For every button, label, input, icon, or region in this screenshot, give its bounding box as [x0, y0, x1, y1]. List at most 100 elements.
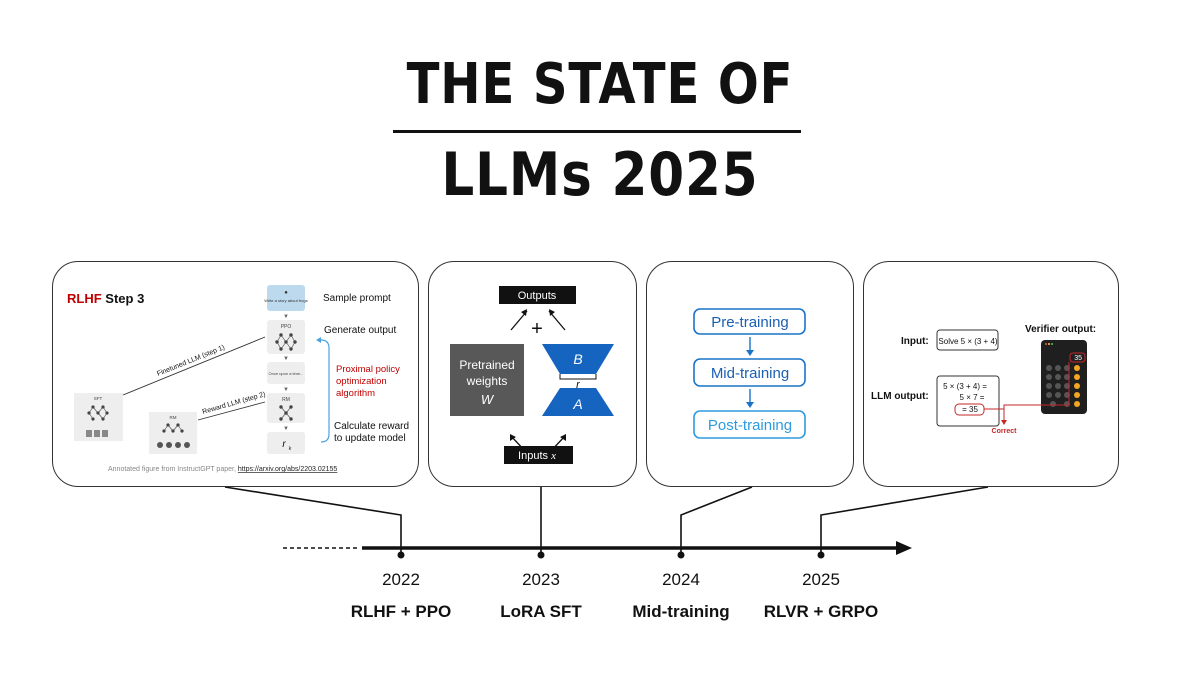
title-divider [393, 130, 801, 133]
timeline-dot-2024 [677, 551, 685, 559]
mid-training-box [693, 358, 806, 387]
prompt-box-text: Write a story about frogs [264, 298, 308, 303]
instructgpt-link[interactable]: https://arxiv.org/abs/2203.02155 [238, 466, 338, 473]
sft-docs-icon [86, 430, 108, 437]
arrow-icon [1001, 420, 1007, 425]
sft-box-label: SFT [94, 396, 103, 401]
lora-figure: Outputs + Pretrained weights W B A r [450, 286, 614, 464]
feedback-arrowhead [316, 337, 321, 343]
sample-prompt-label: Sample prompt [323, 293, 391, 304]
rm-left-network-icon [162, 423, 184, 433]
page-title-line2: LLMs 2025 [441, 140, 759, 210]
timeline-year-2025: 2025 [802, 570, 840, 589]
llm-output-label: LLM output: [871, 391, 929, 402]
page-title-line1: THE STATE OF [406, 52, 794, 117]
ppo-label-line2: optimization [336, 376, 387, 387]
reward-label-line2: to update model [334, 433, 406, 444]
rank-r-label: r [576, 379, 581, 391]
training-stages-figure: Pre-training Mid-training Post-training [693, 308, 806, 439]
connector-2024 [680, 486, 753, 553]
svg-text:RLHF Step 3: RLHF Step 3 [67, 291, 144, 306]
timeline-dot-2023 [537, 551, 545, 559]
lora-B-matrix [542, 344, 614, 374]
arrow-icon: ▼ [283, 356, 289, 362]
arrow-icon [510, 434, 516, 441]
llm-output-line1: 5 × (3 + 4) = [943, 382, 987, 391]
completion-box [267, 362, 305, 384]
reward-label-line1: Calculate reward [334, 421, 409, 432]
ppo-label-line3: algorithm [336, 388, 375, 399]
ppo-network-icon [275, 333, 297, 351]
reward-llm-label: Reward LLM (step 2) [202, 391, 267, 416]
reward-box-k: k [289, 446, 292, 452]
timeline-dot-2025 [817, 551, 825, 559]
pre-training-label: Pre-training [711, 314, 789, 331]
title-area: THE STATE OF LLMs 2025 [0, 0, 1200, 250]
outputs-label: Outputs [518, 290, 557, 302]
timeline-dot-2022 [397, 551, 405, 559]
pretrained-weights-box [450, 344, 524, 416]
verifier-label: Verifier output: [1025, 324, 1096, 335]
lora-A-matrix [542, 388, 614, 416]
generate-output-label: Generate output [324, 325, 396, 336]
timeline-year-2024: 2024 [662, 570, 700, 589]
reward-box [267, 432, 305, 454]
arrow-icon: ▼ [283, 387, 289, 393]
rlhf-panel: RLHF Step 3 Write a story about frogs ● … [52, 261, 419, 487]
input-value: Solve 5 × (3 + 4) [938, 337, 997, 346]
inputs-label: Inputs [518, 450, 548, 462]
lora-panel: Outputs + Pretrained weights W B A r [428, 261, 637, 487]
prompt-box [267, 285, 305, 311]
matrix-A-label: A [572, 396, 582, 412]
arrow-icon: ▼ [283, 426, 289, 432]
rlvr-panel: Input: Solve 5 × (3 + 4) Verifier output… [863, 261, 1119, 487]
timeline-year-2022: 2022 [382, 570, 420, 589]
rm-left-label: RM [170, 415, 177, 420]
timeline-arrowhead [896, 541, 912, 555]
milestone-lora-sft: LoRA SFT [500, 602, 582, 621]
input-label: Input: [901, 336, 929, 347]
rm-network-icon [279, 405, 293, 421]
mid-training-panel: Pre-training Mid-training Post-training [646, 261, 854, 487]
completion-box-text: Once upon a time... [269, 371, 304, 376]
plus-sign: + [531, 318, 543, 340]
rm-box-label: RM [282, 397, 290, 403]
llm-output-line3: = 35 [962, 405, 978, 414]
pretrained-label-line1: Pretrained [459, 358, 514, 372]
matrix-B-label: B [573, 351, 582, 367]
connector-2022 [224, 486, 402, 553]
finetuned-label: Finetuned LLM (step 1) [156, 344, 226, 378]
milestone-mid-training: Mid-training [632, 602, 730, 621]
svg-text:Annotated figure from Instruct: Annotated figure from InstructGPT paper,… [108, 466, 337, 473]
milestone-rlhf-ppo: RLHF + PPO [350, 602, 452, 621]
post-training-label: Post-training [708, 417, 792, 434]
inputs-x-symbol: x [550, 450, 556, 462]
post-training-box [693, 410, 806, 439]
sft-network-icon [87, 405, 109, 421]
arrow-icon [560, 434, 566, 441]
ppo-label-line1: Proximal policy [336, 364, 400, 375]
ppo-box-label: PPO [281, 324, 292, 330]
reward-llm-link [197, 401, 266, 421]
finetuned-link [122, 336, 266, 396]
pre-training-box [693, 308, 806, 335]
weight-symbol-W: W [481, 392, 495, 407]
arrow-icon [746, 350, 754, 356]
feedback-loop-bracket [320, 339, 330, 443]
rm-box [267, 393, 305, 423]
calculator-window-dots [1045, 343, 1053, 345]
correct-label: Correct [992, 428, 1018, 435]
rlhf-heading-rest: Step 3 [102, 291, 145, 306]
rlhf-heading-red: RLHF [67, 291, 102, 306]
mid-training-label: Mid-training [711, 365, 789, 382]
reward-box-r: r [282, 439, 286, 450]
outputs-box [499, 286, 576, 304]
llm-output-line2: 5 × 7 = [960, 393, 985, 402]
pretrained-label-line2: weights [466, 374, 508, 388]
calculator-display: 35 [1074, 355, 1082, 362]
rlhf-figure: RLHF Step 3 Write a story about frogs ● … [67, 285, 409, 473]
frog-icon: ● [284, 290, 288, 296]
arrow-icon [746, 402, 754, 408]
arrow-icon [521, 309, 527, 316]
